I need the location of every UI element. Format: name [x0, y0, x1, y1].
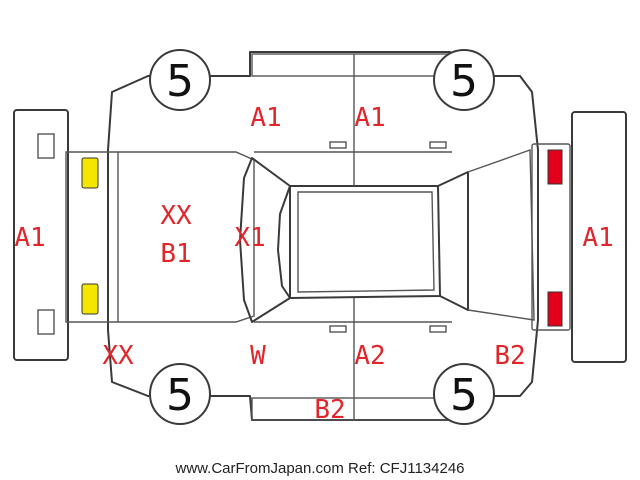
tire-number: 5 — [166, 370, 194, 421]
label-top-right-door: A1 — [354, 103, 385, 133]
tire-number: 5 — [450, 370, 478, 421]
label-front-bumper: A1 — [14, 223, 45, 253]
label-bottom-left-fender: W — [250, 341, 266, 371]
door-handle-bottom-right — [429, 325, 447, 333]
headlight-bottom — [81, 283, 99, 315]
label-hood-xx: XX — [160, 201, 192, 231]
car-body-outline — [107, 51, 539, 421]
door-handle-top-right — [429, 141, 447, 149]
tire-front-left: 5 — [149, 49, 211, 111]
label-bottom-right-corner: B2 — [494, 341, 525, 371]
tire-rear-right: 5 — [433, 363, 495, 425]
door-handle-top-left — [329, 141, 347, 149]
headlight-top — [81, 157, 99, 189]
tire-number: 5 — [450, 56, 478, 107]
front-bumper-slot-top — [37, 133, 55, 159]
tailgate — [467, 149, 535, 321]
roof-rail-bottom — [251, 397, 451, 421]
label-rear-bumper: A1 — [582, 223, 613, 253]
front-bumper-slot-bottom — [37, 309, 55, 335]
label-hood-b1: B1 — [160, 239, 191, 269]
cabin-inner — [297, 191, 435, 293]
footer-reference: www.CarFromJapan.com Ref: CFJ1134246 — [175, 460, 465, 477]
front-bumper-panel — [13, 109, 69, 361]
door-handle-bottom-left — [329, 325, 347, 333]
label-windshield: X1 — [234, 223, 265, 253]
cabin-roof — [289, 185, 441, 299]
label-top-left-fender: A1 — [250, 103, 281, 133]
roof-rail-top — [251, 53, 451, 77]
tire-rear-left: 5 — [433, 49, 495, 111]
hood-panel — [118, 151, 255, 323]
label-bottom-rocker: B2 — [314, 395, 345, 425]
rear-window — [437, 171, 469, 311]
label-bottom-door: A2 — [354, 341, 385, 371]
taillight-housing — [531, 143, 571, 331]
taillight-bottom — [547, 291, 563, 327]
label-bottom-left-corner: XX — [102, 341, 134, 371]
tire-number: 5 — [166, 56, 194, 107]
tire-front-right: 5 — [149, 363, 211, 425]
rear-bumper-panel — [571, 111, 627, 363]
taillight-top — [547, 149, 563, 185]
